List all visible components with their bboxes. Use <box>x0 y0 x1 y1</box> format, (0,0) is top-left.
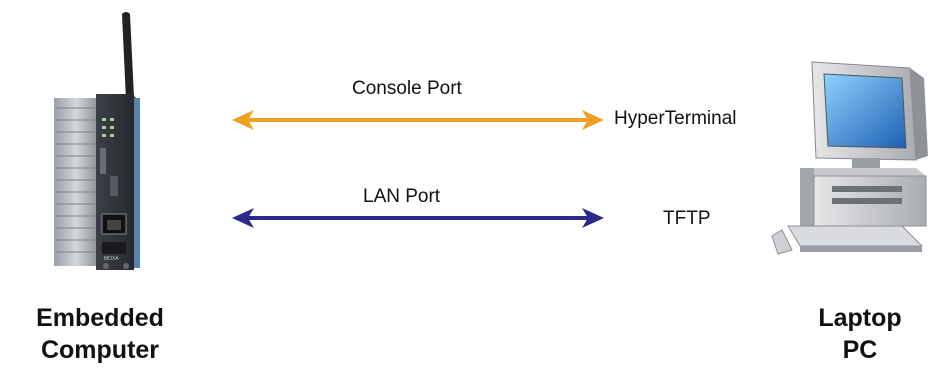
lan-port-arrow-right-head <box>582 208 604 228</box>
embedded-computer-icon: MOXA <box>54 12 140 270</box>
laptop-pc-caption-line2: PC <box>842 336 878 364</box>
console-port-arrow-left-head <box>232 110 254 130</box>
embedded-computer-caption: Embedded Computer <box>0 302 200 366</box>
lan-port-arrow-left-head <box>232 208 254 228</box>
laptop-pc-caption-line1: Laptop <box>818 304 902 332</box>
embedded-computer-caption-line1: Embedded <box>36 304 164 332</box>
console-port-label: Console Port <box>352 78 462 99</box>
lan-port-label: LAN Port <box>363 186 441 207</box>
lan-port-arrow <box>232 208 604 228</box>
tftp-label: TFTP <box>663 208 711 229</box>
console-port-arrow-right-head <box>582 110 604 130</box>
embedded-computer-caption-line2: Computer <box>40 336 160 364</box>
laptop-pc-caption: Laptop PC <box>790 302 930 366</box>
console-port-arrow <box>232 110 604 130</box>
brand-logo: MOXA <box>104 256 119 262</box>
hyperterminal-label: HyperTerminal <box>614 108 737 129</box>
laptop-pc-icon <box>771 61 928 255</box>
